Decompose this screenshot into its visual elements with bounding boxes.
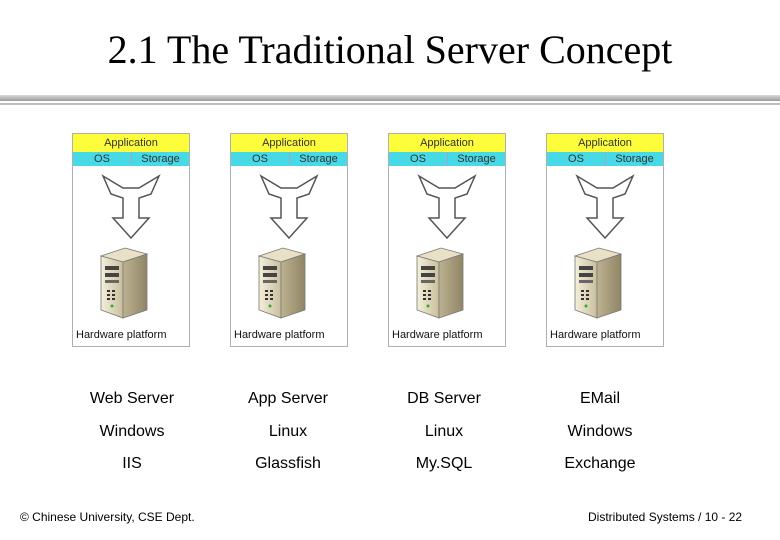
application-layer: Application	[73, 134, 189, 152]
os-layer: OS	[231, 152, 289, 166]
footer-copyright: © Chinese University, CSE Dept.	[20, 510, 195, 524]
server-software-email: Exchange	[564, 455, 636, 472]
server-software-web: IIS	[122, 455, 142, 472]
title-divider-thin	[0, 103, 780, 105]
server-tower-icon	[257, 247, 307, 319]
page-title: 2.1 The Traditional Server Concept	[107, 27, 673, 72]
server-tower-icon	[415, 247, 465, 319]
server-role-email: EMail	[579, 390, 620, 407]
down-arrow-icon	[101, 174, 161, 240]
application-layer: Application	[231, 134, 347, 152]
server-os-web: Windows	[99, 423, 165, 440]
server-software-db: My.SQL	[415, 455, 473, 472]
down-arrow-icon	[259, 174, 319, 240]
storage-layer: Storage	[605, 152, 663, 166]
application-layer: Application	[547, 134, 663, 152]
server-role-db: DB Server	[407, 390, 481, 407]
hardware-platform-label: Hardware platform	[550, 329, 641, 341]
server-role-app: App Server	[247, 390, 329, 407]
server-os-db: Linux	[424, 423, 464, 440]
title-divider	[0, 95, 780, 101]
storage-layer: Storage	[289, 152, 347, 166]
os-layer: OS	[547, 152, 605, 166]
down-arrow-icon	[575, 174, 635, 240]
storage-layer: Storage	[447, 152, 505, 166]
server-tower-icon	[99, 247, 149, 319]
os-layer: OS	[73, 152, 131, 166]
server-software-app: Glassfish	[255, 455, 321, 472]
down-arrow-icon	[417, 174, 477, 240]
hardware-platform-label: Hardware platform	[392, 329, 483, 341]
server-os-email: Windows	[567, 423, 633, 440]
server-os-app: Linux	[268, 423, 308, 440]
hardware-platform-label: Hardware platform	[234, 329, 325, 341]
server-role-web: Web Server	[89, 390, 175, 407]
storage-layer: Storage	[131, 152, 189, 166]
server-tower-icon	[573, 247, 623, 319]
footer-page-info: Distributed Systems / 10 - 22	[588, 510, 743, 524]
os-layer: OS	[389, 152, 447, 166]
application-layer: Application	[389, 134, 505, 152]
hardware-platform-label: Hardware platform	[76, 329, 167, 341]
